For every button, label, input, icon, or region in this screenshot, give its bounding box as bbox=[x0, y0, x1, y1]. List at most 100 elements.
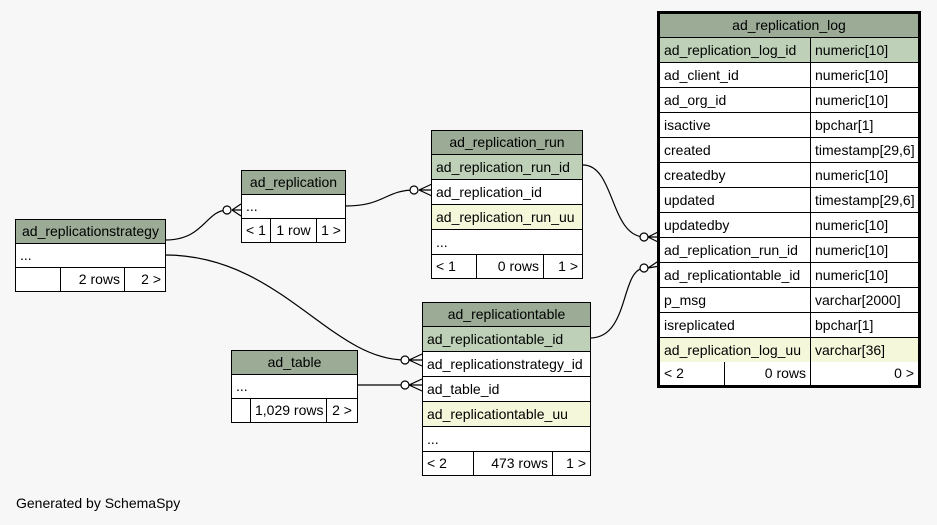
table-footer: < 2 0 rows 0 > bbox=[660, 362, 918, 385]
table-ad-table[interactable]: ad_table ... 1,029 rows 2 > bbox=[231, 350, 358, 423]
column-type: numeric[10] bbox=[810, 88, 918, 112]
parents-count[interactable] bbox=[16, 268, 60, 291]
children-count[interactable]: 0 > bbox=[810, 362, 918, 385]
table-row: ad_replicationtable_uu bbox=[423, 402, 590, 427]
table-row: createdby numeric[10] bbox=[660, 163, 918, 188]
table-row: ad_replication_log_uu varchar[36] bbox=[660, 338, 918, 362]
table-row: ... bbox=[242, 195, 345, 219]
column-name: created bbox=[664, 142, 711, 158]
column-name: ad_replication_run_id bbox=[436, 159, 570, 175]
table-row: ad_replication_run_id bbox=[432, 155, 582, 180]
column-type: bpchar[1] bbox=[810, 313, 918, 337]
parents-count[interactable]: < 1 bbox=[436, 258, 456, 274]
table-footer: < 1 1 row 1 > bbox=[242, 219, 345, 242]
table-row: ad_table_id bbox=[423, 377, 590, 402]
relation-optional-marker bbox=[639, 232, 649, 242]
column-type: varchar[2000] bbox=[810, 288, 918, 312]
row-count: 2 rows bbox=[60, 268, 124, 291]
row-count: 0 rows bbox=[476, 255, 543, 278]
column-type: varchar[36] bbox=[810, 338, 918, 362]
table-row: isreplicated bpchar[1] bbox=[660, 313, 918, 338]
table-row: ad_replication_log_id numeric[10] bbox=[660, 38, 918, 63]
table-row: ad_org_id numeric[10] bbox=[660, 88, 918, 113]
table-footer: 1,029 rows 2 > bbox=[232, 399, 357, 422]
table-row: ad_replicationtable_id bbox=[423, 327, 590, 352]
table-row: ... bbox=[432, 230, 582, 255]
relation-replication-replication-run bbox=[344, 189, 416, 207]
table-row: ad_replication_id bbox=[432, 180, 582, 205]
table-ad-replication-run[interactable]: ad_replication_run ad_replication_run_id… bbox=[431, 130, 583, 279]
column-name: isactive bbox=[664, 117, 711, 133]
parents-count[interactable]: < 2 bbox=[427, 455, 447, 471]
column-name: ad_replication_run_uu bbox=[436, 209, 575, 225]
column-name: ad_replication_id bbox=[436, 184, 542, 200]
table-footer: 2 rows 2 > bbox=[16, 268, 165, 291]
relation-replicationtable-replication-log bbox=[589, 267, 646, 339]
table-title[interactable]: ad_replication bbox=[242, 171, 345, 195]
table-title[interactable]: ad_replicationstrategy bbox=[16, 220, 165, 244]
column-name: isreplicated bbox=[664, 317, 735, 333]
column-name: ad_replicationtable_id bbox=[427, 331, 564, 347]
table-row: ad_client_id numeric[10] bbox=[660, 63, 918, 88]
column-name: ad_org_id bbox=[664, 92, 727, 108]
table-footer: < 2 473 rows 1 > bbox=[423, 452, 590, 475]
row-count: 1,029 rows bbox=[250, 399, 326, 422]
table-title[interactable]: ad_replication_log bbox=[660, 14, 918, 38]
column-name: ad_replication_run_id bbox=[664, 242, 798, 258]
column-name: ad_table_id bbox=[427, 381, 500, 397]
column-name: ad_replicationstrategy_id bbox=[427, 356, 583, 372]
table-row: ... bbox=[232, 375, 357, 399]
relation-optional-marker bbox=[409, 185, 419, 195]
table-ad-replicationtable[interactable]: ad_replicationtable ad_replicationtable_… bbox=[422, 302, 591, 476]
table-row: ad_replication_run_id numeric[10] bbox=[660, 238, 918, 263]
column-name: ... bbox=[246, 198, 258, 214]
children-count[interactable]: 2 > bbox=[124, 268, 165, 291]
table-row: updatedby numeric[10] bbox=[660, 213, 918, 238]
relation-optional-marker bbox=[400, 355, 410, 365]
table-footer: < 1 0 rows 1 > bbox=[432, 255, 582, 278]
table-ad-replication-log[interactable]: ad_replication_log ad_replication_log_id… bbox=[657, 11, 921, 388]
relation-optional-marker bbox=[222, 205, 232, 215]
children-count[interactable]: 1 > bbox=[552, 452, 590, 475]
column-type: numeric[10] bbox=[810, 263, 918, 287]
generated-by-caption: Generated by SchemaSpy bbox=[16, 495, 181, 511]
column-type: numeric[10] bbox=[810, 238, 918, 262]
column-type: timestamp[29,6] bbox=[810, 138, 918, 162]
parents-count[interactable] bbox=[232, 399, 250, 422]
column-type: numeric[10] bbox=[810, 38, 918, 62]
table-row: ... bbox=[16, 244, 165, 268]
table-row: created timestamp[29,6] bbox=[660, 138, 918, 163]
children-count[interactable]: 1 > bbox=[543, 255, 582, 278]
column-name: ad_replicationtable_id bbox=[664, 267, 801, 283]
relation-replication-run-replication-log bbox=[582, 164, 646, 238]
column-name: ... bbox=[20, 247, 32, 263]
column-name: ad_client_id bbox=[664, 67, 739, 83]
column-name: ad_replication_log_uu bbox=[664, 342, 801, 358]
row-count: 473 rows bbox=[473, 452, 552, 475]
parents-count[interactable]: < 1 bbox=[246, 222, 266, 238]
column-name: updatedby bbox=[664, 217, 730, 233]
column-name: createdby bbox=[664, 167, 726, 183]
table-row: ad_replicationstrategy_id bbox=[423, 352, 590, 377]
row-count: 0 rows bbox=[724, 362, 810, 385]
table-title[interactable]: ad_table bbox=[232, 351, 357, 375]
column-name: ad_replication_log_id bbox=[664, 42, 797, 58]
row-count: 1 row bbox=[270, 219, 316, 242]
table-title[interactable]: ad_replication_run bbox=[432, 131, 582, 155]
column-name: ... bbox=[436, 234, 448, 250]
table-ad-replicationstrategy[interactable]: ad_replicationstrategy ... 2 rows 2 > bbox=[15, 219, 166, 292]
table-title[interactable]: ad_replicationtable bbox=[423, 303, 590, 327]
column-type: numeric[10] bbox=[810, 63, 918, 87]
column-name: ... bbox=[236, 378, 248, 394]
children-count[interactable]: 2 > bbox=[326, 399, 357, 422]
relation-optional-marker bbox=[639, 263, 649, 273]
table-ad-replication[interactable]: ad_replication ... < 1 1 row 1 > bbox=[241, 170, 346, 243]
column-type: numeric[10] bbox=[810, 163, 918, 187]
children-count[interactable]: 1 > bbox=[316, 219, 345, 242]
parents-count[interactable]: < 2 bbox=[664, 365, 684, 381]
column-type: numeric[10] bbox=[810, 213, 918, 237]
